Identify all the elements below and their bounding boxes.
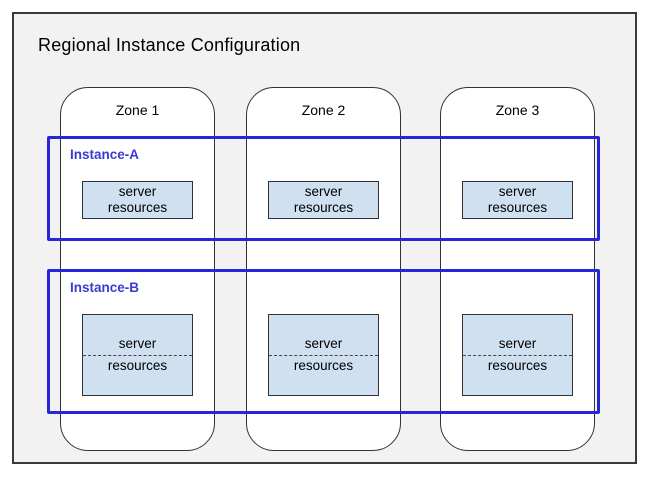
instance-a-boundary: Instance-A [47,136,600,241]
server-resources-line1: server [498,336,537,352]
server-resources-line1: server [118,336,157,352]
server-resources-upper-half: server [463,315,572,356]
server-resources-line1: server [498,184,537,200]
server-resources-line2: resources [487,358,548,373]
server-resources-upper-half: server [269,315,378,356]
server-resources-line1: server [118,184,157,200]
server-resources-upper-half: server [83,315,192,356]
server-resources-line2: resources [293,358,354,373]
server-resources-box-b1: server resources [82,314,193,396]
server-resources-line2: resources [487,200,548,215]
server-resources-box-a1: server resources [82,181,193,219]
server-resources-line1: server [304,184,343,200]
server-resources-line1: server [304,336,343,352]
server-resources-lower-half: resources [269,356,378,395]
region-container: Regional Instance Configuration Zone 1 Z… [12,12,637,464]
server-resources-line2: resources [107,200,168,215]
zone-1-label: Zone 1 [115,102,160,118]
instance-b-boundary: Instance-B [47,269,600,414]
server-resources-box-a3: server resources [462,181,573,219]
server-resources-box-b2: server resources [268,314,379,396]
instance-a-label: Instance-A [70,147,140,162]
server-resources-box-a2: server resources [268,181,379,219]
zone-2-label: Zone 2 [301,102,346,118]
server-resources-line2: resources [107,358,168,373]
server-resources-box-b3: server resources [462,314,573,396]
instance-b-label: Instance-B [70,280,140,295]
zone-3-label: Zone 3 [495,102,540,118]
server-resources-lower-half: resources [83,356,192,395]
diagram-title: Regional Instance Configuration [38,35,301,55]
server-resources-lower-half: resources [463,356,572,395]
server-resources-line2: resources [293,200,354,215]
